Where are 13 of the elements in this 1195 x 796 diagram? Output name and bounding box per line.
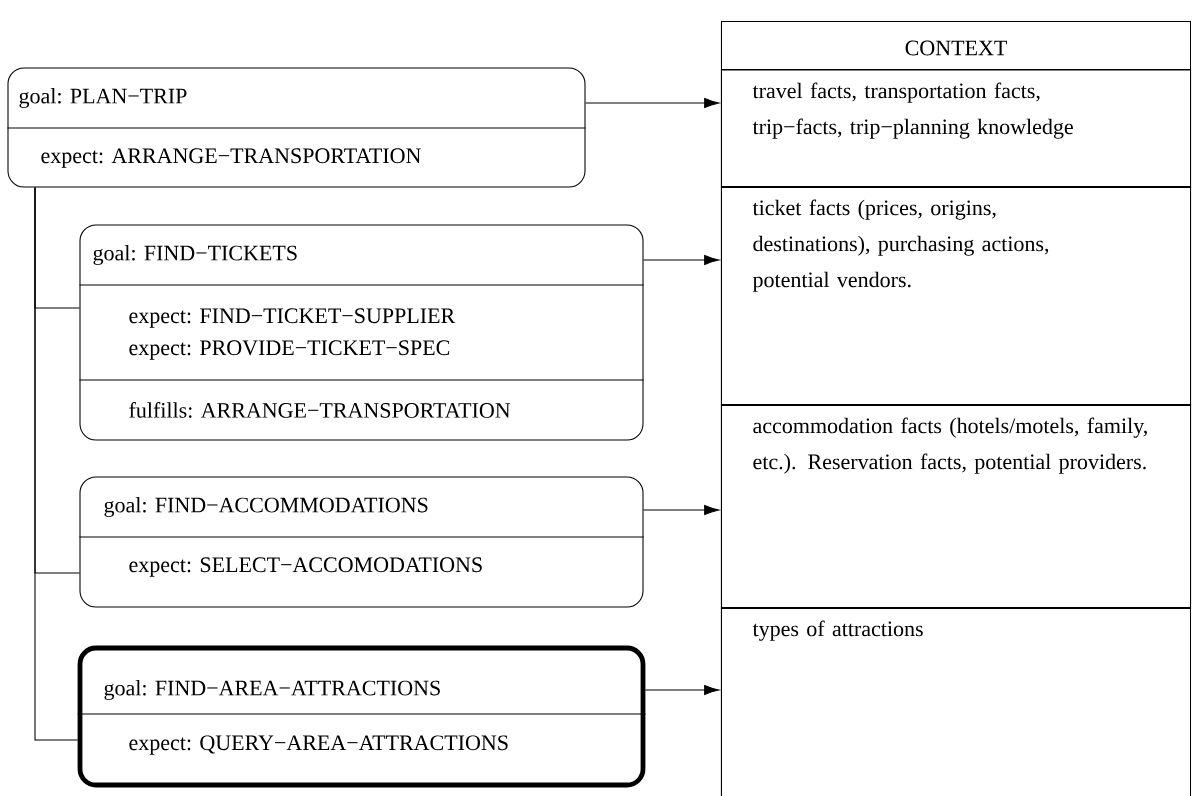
table-cell: accommodation facts (hotels/motels, family, etc.). Reservation facts, potential providers. xyxy=(720,403,1192,610)
table-cell: ticket facts (prices, origins, destinations), purchasing actions, potential vendors. xyxy=(720,185,1192,407)
goal-box: goal: FIND−TICKETS expect: FIND−TICKET−SUPPLIER expect: PROVIDE−TICKET−SPEC fulfills: ARRANGE−TRANSPORTATION xyxy=(78,224,645,441)
goal-box: goal: FIND−AREA−ATTRACTIONS expect: QUERY−AREA−ATTRACTIONS xyxy=(77,645,646,788)
connector-line xyxy=(34,187,79,741)
goal-box: goal: FIND−ACCOMMODATIONS expect: SELECT−ACCOMODATIONS xyxy=(78,476,645,608)
table-cell: travel facts, transportation facts, trip−facts, trip−planning knowledge xyxy=(720,68,1192,189)
arrow xyxy=(643,505,720,516)
arrow xyxy=(643,255,720,266)
goal-box: goal: PLAN−TRIP expect: ARRANGE−TRANSPORTATION xyxy=(6,67,587,188)
table-cell: types of attractions xyxy=(720,606,1192,796)
arrow xyxy=(585,97,720,109)
arrow xyxy=(644,685,720,696)
